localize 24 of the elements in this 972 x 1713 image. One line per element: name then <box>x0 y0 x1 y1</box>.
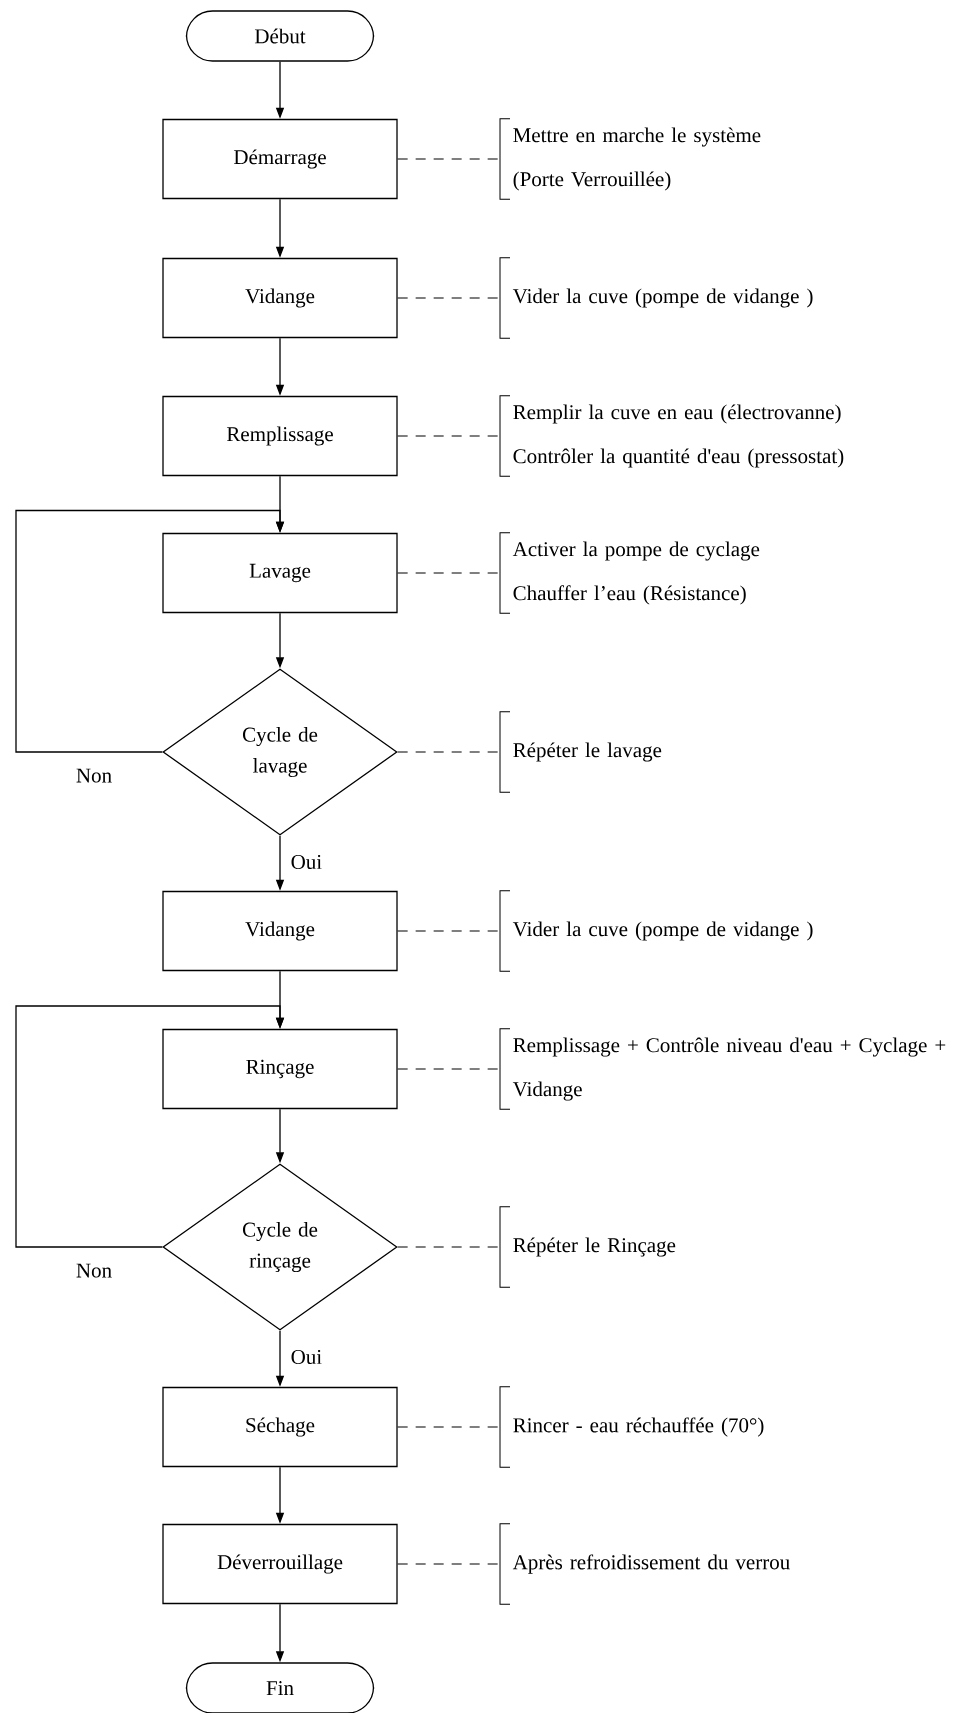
annotation-bracket: Répéter le lavage <box>499 711 662 793</box>
process-box: Rinçage <box>162 1028 398 1110</box>
process-box: Déverrouillage <box>162 1523 398 1605</box>
edge-label: Non <box>76 768 112 783</box>
process-box: Remplissage <box>162 395 398 477</box>
edge-label: Oui <box>291 854 322 870</box>
edge-label: Oui <box>291 1349 322 1365</box>
loop-arrow <box>15 1005 285 1248</box>
annotation-bracket: Activer la pompe de cyclage Chauffer l’eau (Résistance) <box>499 532 760 614</box>
annotation-bracket: Remplissage + Contrôle niveau d'eau + Cyclage + Vidange <box>499 1028 946 1110</box>
process-box: Démarrage <box>162 118 398 200</box>
loop-arrow <box>15 509 285 753</box>
annotation-bracket: Mettre en marche le système (Porte Verrouillée) <box>499 118 761 200</box>
annotation-bracket: Vider la cuve (pompe de vidange ) <box>499 257 813 339</box>
process-box: Séchage <box>162 1386 398 1468</box>
process-box: Vidange <box>162 257 398 339</box>
process-box: Lavage <box>162 532 398 614</box>
annotation-bracket: Rincer - eau réchauffée (70°) <box>499 1386 764 1468</box>
process-box: Vidange <box>162 890 398 972</box>
annotation-bracket: Répéter le Rinçage <box>499 1206 676 1288</box>
annotation-bracket: Remplir la cuve en eau (électrovanne) Contrôler la quantité d'eau (pressostat) <box>499 395 844 477</box>
edge-label: Non <box>76 1263 112 1278</box>
annotation-bracket: Vider la cuve (pompe de vidange ) <box>499 890 813 972</box>
annotation-bracket: Après refroidissement du verrou <box>499 1523 790 1605</box>
